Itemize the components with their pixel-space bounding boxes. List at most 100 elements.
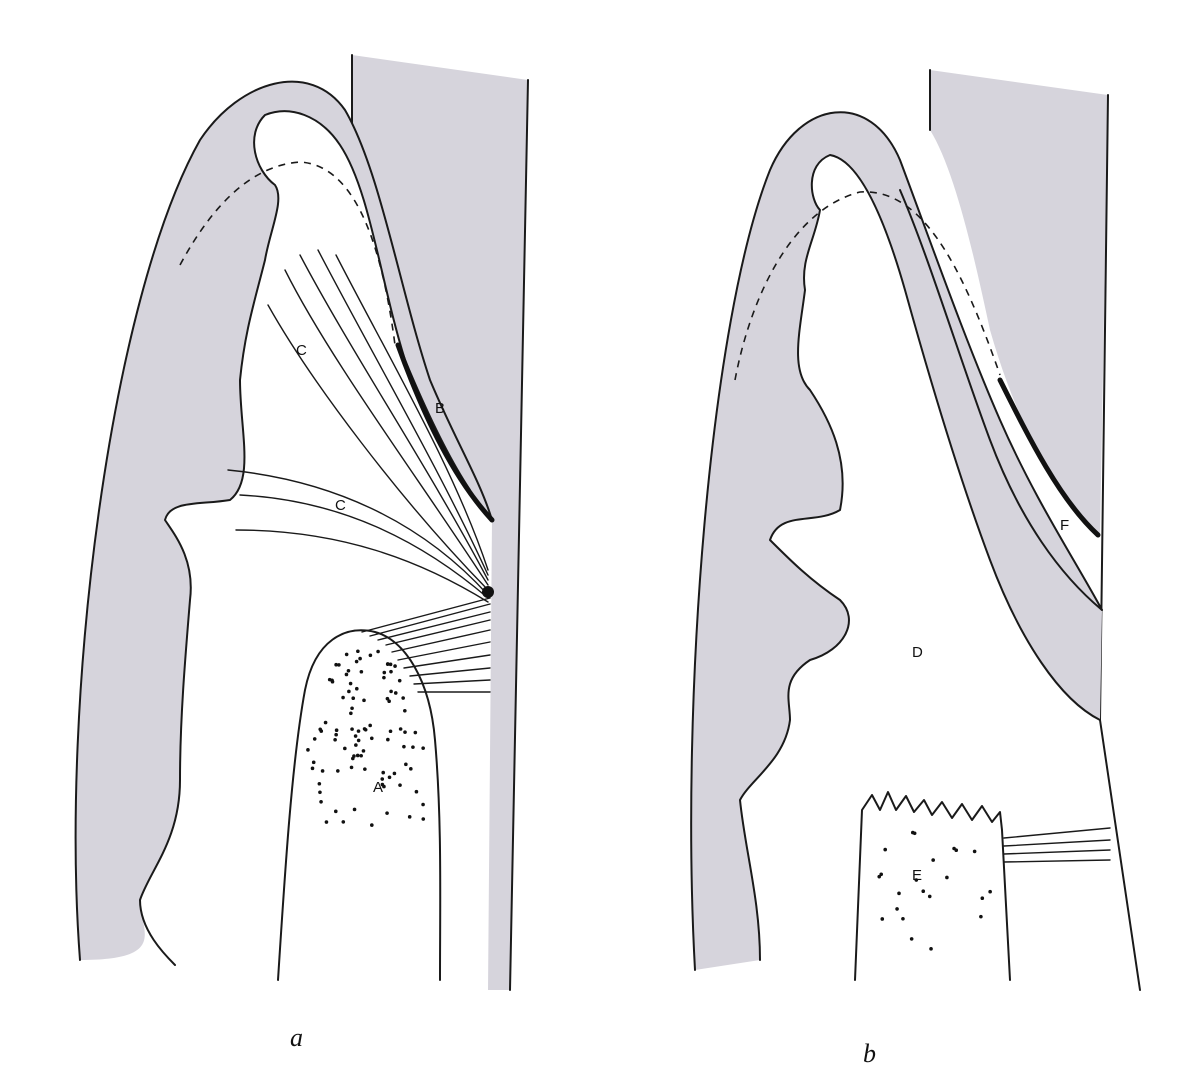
stipple-dot bbox=[349, 712, 353, 716]
stipple-dot bbox=[324, 721, 328, 725]
stipple-dot bbox=[362, 699, 366, 703]
stipple-dot bbox=[349, 682, 353, 686]
stipple-dot bbox=[351, 757, 355, 761]
stipple-dot bbox=[318, 790, 322, 794]
label-e: E bbox=[912, 867, 922, 884]
stipple-dot bbox=[897, 892, 901, 896]
stipple-dot bbox=[401, 696, 405, 700]
stipple-dot bbox=[355, 660, 359, 664]
stipple-dot bbox=[357, 729, 361, 733]
panel-a-structure-a bbox=[278, 630, 440, 980]
stipple-dot bbox=[343, 747, 347, 751]
stipple-dot bbox=[954, 848, 958, 852]
stipple-dot bbox=[389, 690, 393, 694]
label-c-lower: C bbox=[335, 497, 346, 514]
stipple-dot bbox=[389, 729, 393, 733]
stipple-dot bbox=[362, 749, 366, 753]
stipple-dot bbox=[880, 917, 884, 921]
stipple-dot bbox=[931, 858, 935, 862]
stipple-dot bbox=[928, 895, 932, 899]
stipple-dot bbox=[895, 907, 899, 911]
label-c-upper: C bbox=[296, 342, 307, 359]
stipple-dot bbox=[385, 811, 389, 815]
stipple-dot bbox=[399, 727, 403, 731]
stipple-dot bbox=[347, 669, 351, 673]
stipple-dot bbox=[369, 654, 373, 658]
stipple-dot bbox=[370, 736, 374, 740]
stipple-dot bbox=[411, 745, 415, 749]
stipple-dot bbox=[345, 653, 349, 657]
stipple-dot bbox=[356, 649, 360, 653]
stipple-dot bbox=[979, 915, 983, 919]
panel-a-fibres-lower bbox=[228, 470, 488, 602]
stipple-dot bbox=[350, 766, 354, 770]
stipple-dot bbox=[386, 738, 390, 742]
stipple-dot bbox=[355, 687, 359, 691]
stipple-dot bbox=[334, 733, 338, 737]
stipple-dot bbox=[318, 727, 322, 731]
stipple-dot bbox=[929, 947, 933, 951]
stipple-dot bbox=[363, 727, 367, 731]
stipple-dot bbox=[333, 738, 337, 742]
stipple-dot bbox=[398, 679, 402, 683]
stipple-dot bbox=[313, 737, 317, 741]
stipple-dot bbox=[341, 820, 345, 824]
stipple-dot bbox=[402, 745, 406, 749]
stipple-dot bbox=[913, 832, 917, 836]
panel-b-stipple bbox=[877, 831, 992, 951]
stipple-dot bbox=[350, 706, 354, 710]
stipple-dot bbox=[368, 724, 372, 728]
label-f: F bbox=[1060, 517, 1069, 534]
label-b: B bbox=[435, 400, 445, 417]
stipple-dot bbox=[398, 783, 402, 787]
stipple-dot bbox=[356, 754, 360, 758]
stipple-dot bbox=[376, 650, 380, 654]
stipple-dot bbox=[421, 746, 425, 750]
stipple-dot bbox=[370, 823, 374, 827]
stipple-dot bbox=[910, 937, 914, 941]
stipple-dot bbox=[328, 678, 332, 682]
stipple-dot bbox=[393, 772, 397, 776]
panel-a-fibre-anchor bbox=[482, 586, 494, 598]
stipple-dot bbox=[359, 754, 363, 758]
stipple-dot bbox=[321, 769, 325, 773]
stipple-dot bbox=[354, 743, 358, 747]
stipple-dot bbox=[357, 739, 361, 743]
stipple-dot bbox=[335, 728, 339, 732]
stipple-dot bbox=[988, 890, 992, 894]
stipple-dot bbox=[325, 820, 329, 824]
stipple-dot bbox=[945, 876, 949, 880]
stipple-dot bbox=[306, 748, 310, 752]
stipple-dot bbox=[347, 690, 351, 694]
panel-b bbox=[691, 70, 1140, 990]
stipple-dot bbox=[345, 673, 349, 677]
stipple-dot bbox=[382, 676, 386, 680]
stipple-dot bbox=[334, 810, 338, 814]
stipple-dot bbox=[421, 817, 425, 821]
stipple-dot bbox=[901, 917, 905, 921]
stipple-dot bbox=[973, 850, 977, 854]
stipple-dot bbox=[421, 803, 425, 807]
stipple-dot bbox=[408, 815, 412, 819]
stipple-dot bbox=[382, 671, 386, 675]
stipple-dot bbox=[311, 767, 315, 771]
stipple-dot bbox=[318, 782, 322, 786]
panel-b-structure-e bbox=[855, 792, 1010, 980]
label-a: A bbox=[373, 779, 383, 796]
stipple-dot bbox=[337, 663, 341, 667]
stipple-dot bbox=[386, 697, 390, 701]
stipple-dot bbox=[353, 808, 357, 812]
stipple-dot bbox=[980, 896, 984, 900]
stipple-dot bbox=[415, 790, 419, 794]
stipple-dot bbox=[404, 763, 408, 767]
caption-a: a bbox=[290, 1023, 303, 1052]
stipple-dot bbox=[350, 727, 354, 731]
stipple-dot bbox=[354, 734, 358, 738]
label-d: D bbox=[912, 644, 923, 661]
stipple-dot bbox=[341, 696, 345, 700]
stipple-dot bbox=[386, 662, 390, 666]
stipple-dot bbox=[414, 731, 418, 735]
stipple-dot bbox=[381, 771, 385, 775]
panel-a-fibres-to-a bbox=[362, 598, 490, 692]
